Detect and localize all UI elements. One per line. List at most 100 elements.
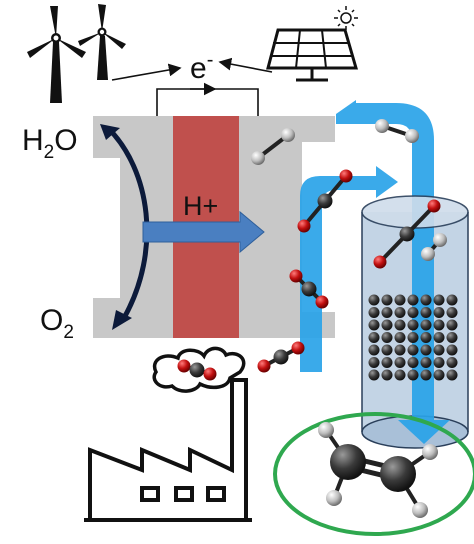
oxygen-atom [257, 359, 271, 373]
catalyst-atom [420, 307, 432, 318]
proton-arrow [142, 210, 265, 254]
catalyst-atom [407, 319, 419, 331]
hydrogen-atom [421, 247, 435, 261]
hydrogen-atom [422, 444, 438, 460]
hydrogen-atom [405, 129, 419, 143]
catalyst-atom [381, 307, 393, 318]
hydrogen-atom [433, 233, 447, 247]
catalyst-atom [368, 332, 380, 343]
external-circuit [156, 82, 259, 118]
hydrogen-molecule [375, 119, 419, 143]
electron-supply-arrows [111, 57, 273, 81]
hydrogen-atom [251, 151, 265, 165]
catalyst-atom [381, 369, 393, 381]
catalyst-atom [446, 357, 458, 368]
catalyst-atom [433, 307, 445, 318]
hydrogen-molecule [421, 233, 447, 261]
catalyst-atom [407, 294, 419, 306]
catalyst-atom [446, 332, 458, 343]
catalyst-atom [420, 294, 432, 306]
catalyst-atom [368, 319, 380, 331]
carbon-atom [330, 444, 366, 480]
catalyst-atom [368, 344, 380, 356]
electron-label: e- [190, 49, 213, 85]
catalyst-atom [394, 357, 406, 368]
catalyst-atom [407, 307, 419, 318]
carbon-dioxide-molecule [177, 359, 217, 381]
catalyst-atom [446, 319, 458, 331]
catalyst-atom [446, 344, 458, 356]
solar-panel-icon [266, 28, 358, 82]
water-to-oxygen-arrow [106, 126, 150, 320]
oxygen-atom [427, 199, 441, 213]
water-to-oxygen-arrowhead [112, 310, 132, 330]
catalyst-atom [433, 357, 445, 368]
molecules [177, 119, 447, 518]
catalyst-atom [381, 344, 393, 356]
catalyst-atom [420, 344, 432, 356]
catalyst-atom [420, 357, 432, 368]
water-inlet-arrowhead [100, 124, 120, 140]
oxygen-label: O2 [40, 304, 74, 343]
catalyst-atom [381, 319, 393, 331]
catalyst-atom [433, 332, 445, 343]
catalyst-atom [368, 357, 380, 368]
carbon-atom [301, 281, 317, 297]
catalyst-atom [433, 344, 445, 356]
carbon-dioxide-molecule [257, 341, 305, 373]
catalyst-atom [433, 369, 445, 381]
catalyst-atom [394, 332, 406, 343]
catalyst-atom [394, 294, 406, 306]
hydrogen-flow-band [336, 100, 450, 444]
carbon-atom [273, 349, 289, 365]
proton-label: H+ [183, 191, 218, 221]
catalyst-atom [433, 294, 445, 306]
co2-flow-band [300, 166, 398, 372]
catalyst-atom [433, 319, 445, 331]
catalyst-atom [381, 294, 393, 306]
catalyst-atom [368, 307, 380, 318]
catalyst-atom [394, 307, 406, 318]
carbon-atom [399, 226, 415, 242]
catalyst-atom [446, 294, 458, 306]
carbon-atom [189, 362, 205, 378]
product-ring [273, 412, 474, 536]
oxygen-atom [373, 255, 387, 269]
catalyst-atom [381, 357, 393, 368]
catalyst-atom [407, 369, 419, 381]
catalyst-atom [420, 319, 432, 331]
oxygen-atom [289, 269, 303, 283]
catalyst-atom [407, 344, 419, 356]
sun-icon [334, 6, 358, 30]
catalyst-atom [420, 369, 432, 381]
hydrogen-atom [375, 119, 389, 133]
hydrogen-molecule [251, 128, 295, 165]
wind-turbine-icon [27, 4, 126, 103]
catalyst-atom [381, 332, 393, 343]
hydrogen-atom [281, 128, 295, 142]
carbon-dioxide-molecule [297, 169, 353, 233]
water-label: H2O [22, 124, 78, 163]
catalyst-atom [420, 332, 432, 343]
catalyst-atom [407, 357, 419, 368]
catalyst-atom [394, 344, 406, 356]
carbon-atom [380, 456, 416, 492]
catalyst-atom [394, 319, 406, 331]
catalyst-atom [368, 294, 380, 306]
carbon-atom [317, 193, 333, 209]
hydrogen-atom [326, 490, 342, 506]
catalyst-atom [407, 332, 419, 343]
oxygen-atom [291, 341, 305, 355]
catalyst-atom [368, 369, 380, 381]
hydrogen-atom [318, 422, 334, 438]
oxygen-atom [297, 219, 311, 233]
factory-icon [84, 378, 252, 522]
hydrogen-atom [412, 502, 428, 518]
catalyst-lattice [368, 294, 458, 381]
carbon-dioxide-molecule [289, 269, 329, 309]
carbon-dioxide-molecule [373, 199, 441, 269]
oxygen-atom [177, 359, 191, 373]
oxygen-atom [315, 295, 329, 309]
catalyst-atom [446, 369, 458, 381]
